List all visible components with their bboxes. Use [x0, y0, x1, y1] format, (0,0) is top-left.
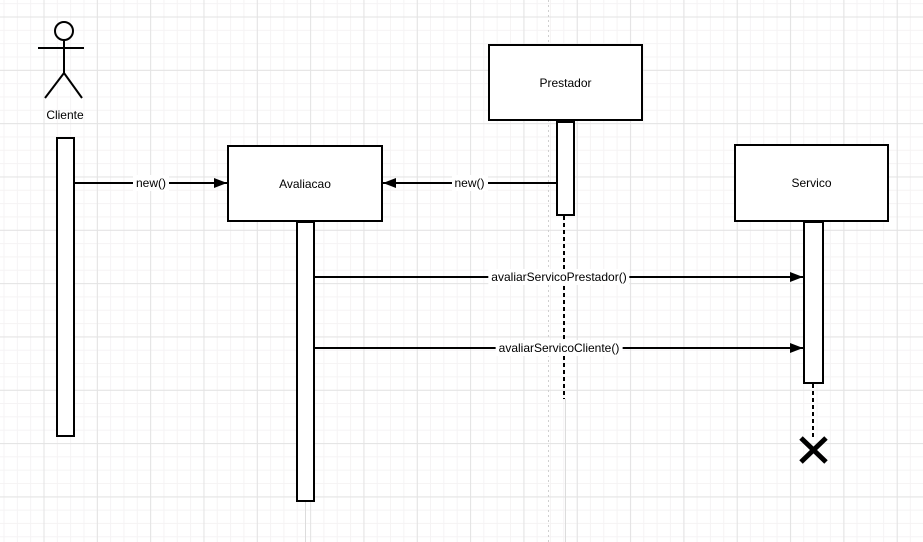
- arrowhead-left-icon: [383, 178, 396, 188]
- lifeline-avaliacao-faint: [305, 502, 306, 542]
- destroy-x-icon[interactable]: [799, 436, 828, 464]
- arrowhead-right-icon: [790, 272, 803, 282]
- object-box-avaliacao[interactable]: Avaliacao: [227, 145, 383, 222]
- object-box-prestador[interactable]: Prestador: [488, 44, 643, 121]
- object-box-servico[interactable]: Servico: [734, 144, 889, 222]
- object-label-servico: Servico: [791, 176, 832, 190]
- message-label: new(): [132, 175, 170, 191]
- message-label: avaliarServicoCliente(): [495, 340, 623, 356]
- object-label-prestador: Prestador: [539, 75, 592, 90]
- arrowhead-right-icon: [214, 178, 227, 188]
- message-label: avaliarServicoPrestador(): [488, 269, 630, 285]
- activation-bar-avaliacao[interactable]: [296, 221, 315, 502]
- activation-bar-servico[interactable]: [803, 221, 824, 384]
- activation-bar-cliente[interactable]: [56, 137, 75, 437]
- actor-icon[interactable]: [37, 20, 93, 102]
- activation-bar-prestador[interactable]: [556, 121, 575, 216]
- arrowhead-right-icon: [790, 343, 803, 353]
- actor-label: Cliente: [46, 108, 84, 122]
- object-label-avaliacao: Avaliacao: [279, 176, 331, 191]
- lifeline-servico[interactable]: [812, 384, 814, 437]
- lifeline-prestador-faint: [565, 399, 566, 542]
- lifeline-prestador[interactable]: [563, 216, 565, 399]
- message-label: new(): [451, 175, 488, 191]
